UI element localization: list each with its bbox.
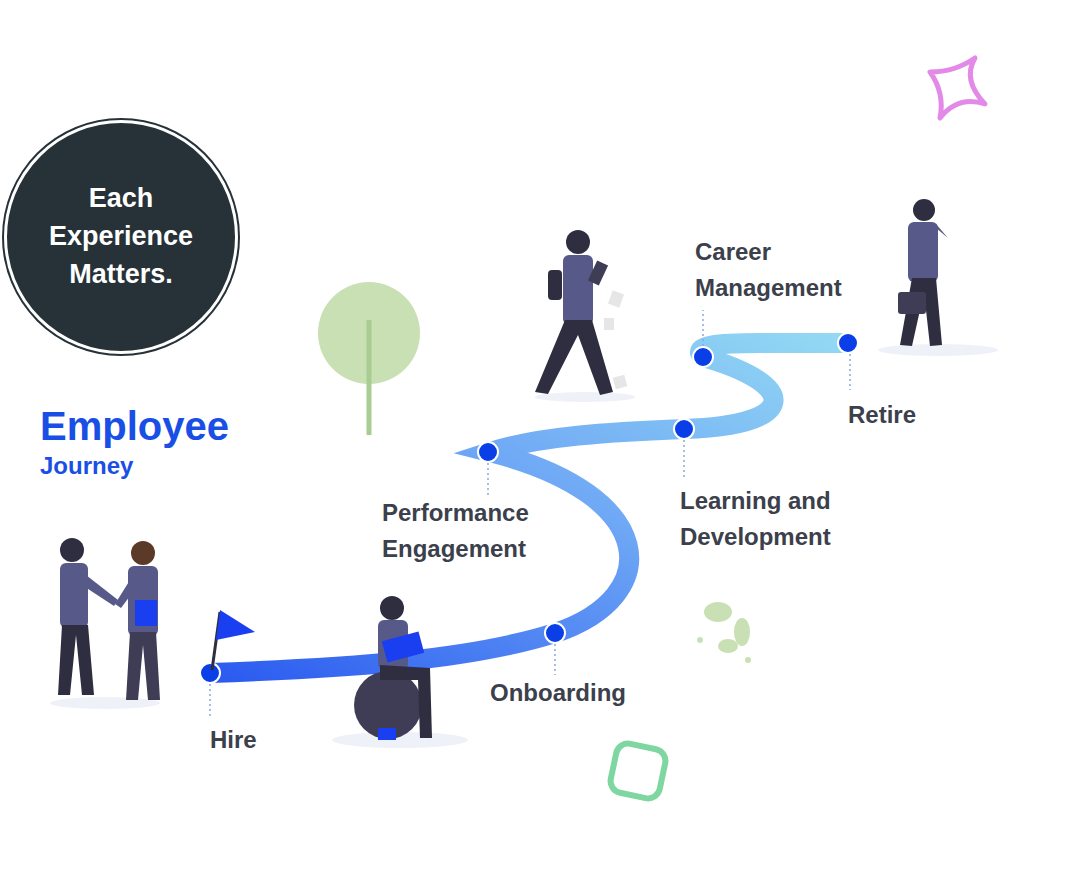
plant bbox=[697, 602, 751, 663]
stage-label: Career Management bbox=[695, 234, 885, 306]
tagline-circle: Each Experience Matters. bbox=[4, 120, 238, 354]
flag bbox=[216, 610, 255, 640]
handshake-figures bbox=[50, 538, 160, 709]
reader-on-ball bbox=[332, 596, 468, 748]
stage-label: Onboarding bbox=[490, 675, 690, 711]
stage-label: Hire bbox=[210, 722, 330, 758]
stage-label: Retire bbox=[848, 397, 968, 433]
green-square bbox=[608, 741, 667, 800]
stage-label: Performance Engagement bbox=[382, 495, 582, 567]
heading-text: Journey bbox=[40, 452, 240, 481]
stage-label: Learning and Development bbox=[680, 483, 890, 555]
tagline-text: Each Experience Matters. bbox=[36, 180, 206, 293]
sparkle bbox=[930, 58, 985, 118]
briefcase-walker bbox=[878, 199, 998, 356]
tree-trunk bbox=[367, 320, 372, 435]
heading-text: Employee bbox=[40, 402, 300, 450]
walking-reader bbox=[535, 230, 635, 402]
